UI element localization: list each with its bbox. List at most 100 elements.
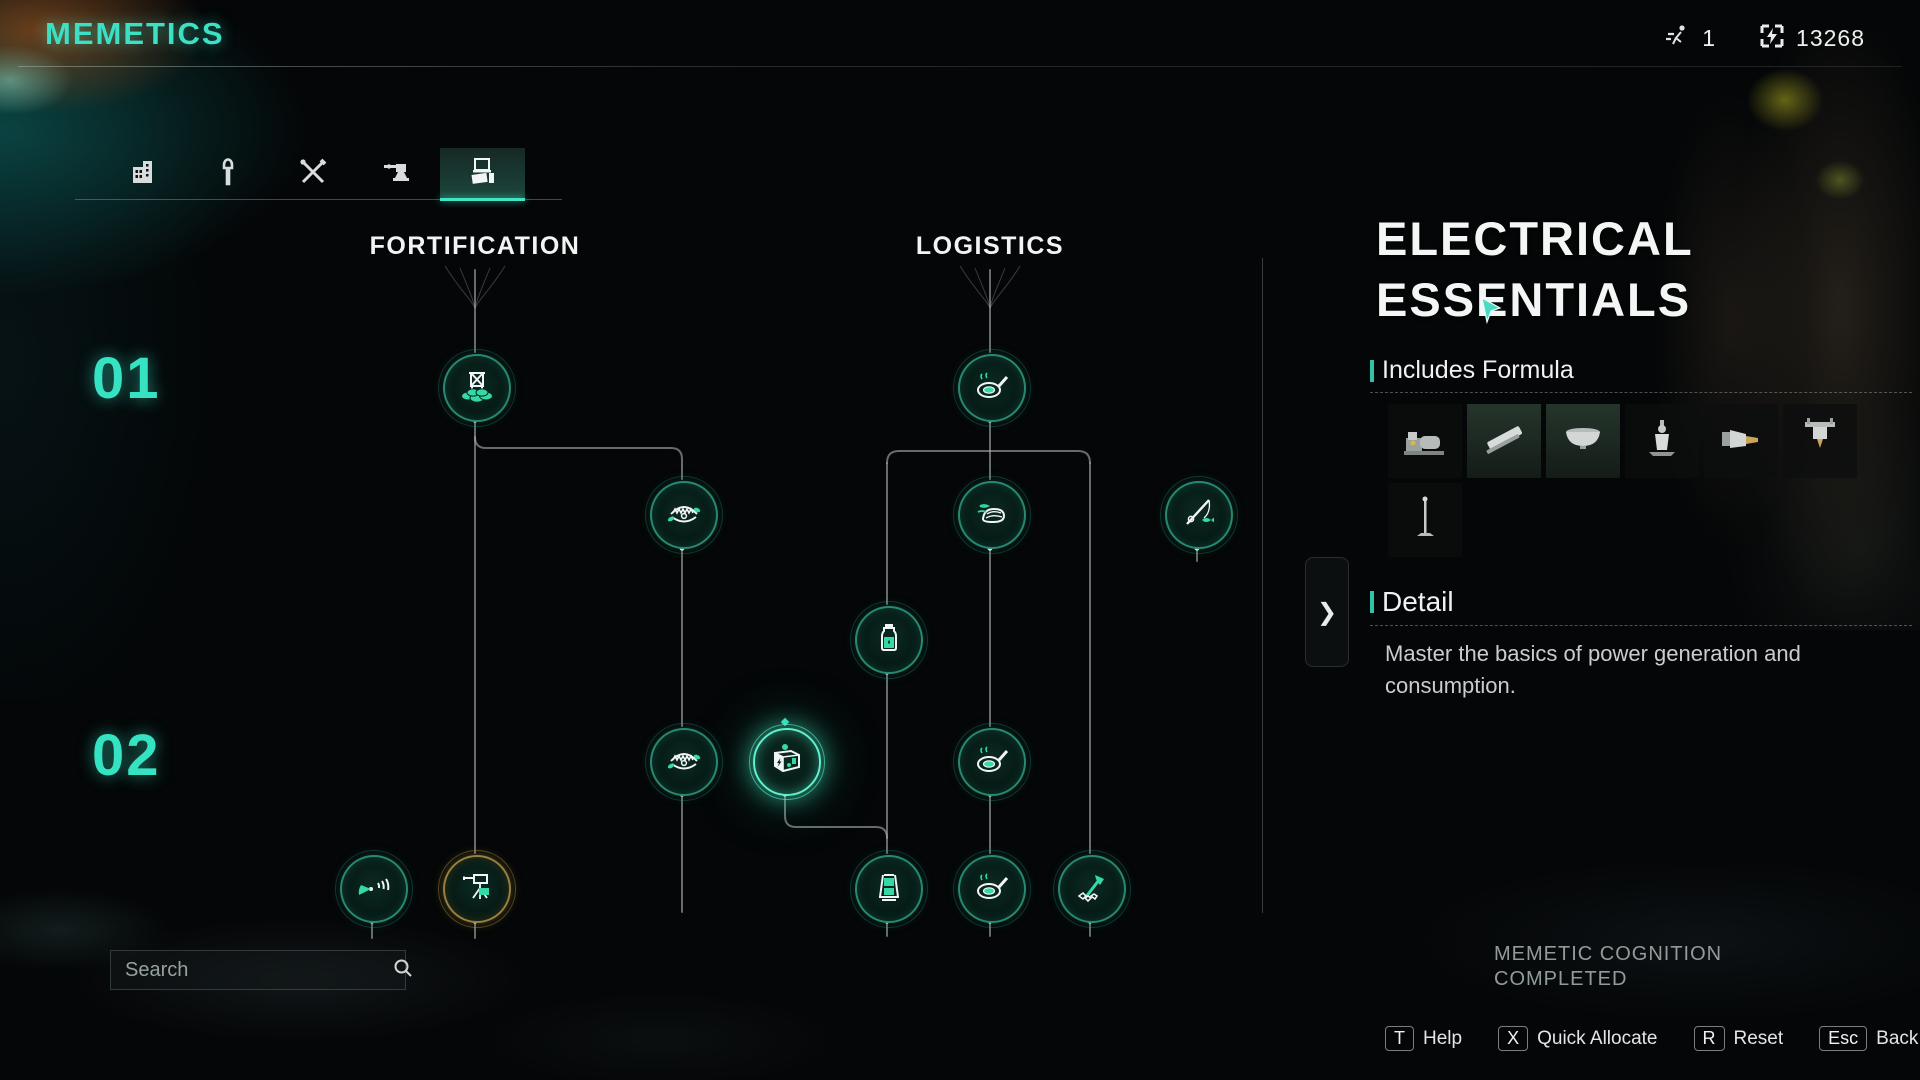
chevron-right-icon: ❯ — [1316, 598, 1338, 626]
column-header-logistics: LOGISTICS — [915, 232, 1065, 260]
page-title: MEMETICS — [45, 16, 225, 51]
bear-trap-icon — [663, 492, 705, 539]
formula-ceiling-lamp[interactable] — [1546, 404, 1620, 478]
hotkey-quick-allocate-label: Quick Allocate — [1537, 1027, 1658, 1049]
column-header-fortification: FORTIFICATION — [369, 232, 581, 260]
tab-crafting[interactable] — [270, 148, 355, 200]
key-r: R — [1693, 1026, 1725, 1051]
key-t: T — [1385, 1026, 1414, 1051]
currency-bar: 1 13268 — [1664, 22, 1865, 55]
bear-trap-2-icon — [663, 739, 705, 786]
panel-divider — [1262, 258, 1263, 913]
hotkey-reset[interactable]: R Reset — [1693, 1026, 1784, 1051]
status-message: MEMETIC COGNITION COMPLETED — [1494, 942, 1722, 992]
skill-title: ELECTRICAL ESSENTIALS — [1376, 212, 1693, 327]
formula-hanging-lamp[interactable] — [1783, 404, 1857, 478]
crafting-tools-icon — [296, 155, 330, 194]
appliance-icon — [465, 154, 501, 195]
search-icon[interactable] — [392, 957, 414, 984]
water-bottle-icon — [868, 617, 910, 664]
panel-collapse-tab[interactable]: ❯ — [1305, 557, 1349, 667]
wrench-icon — [211, 155, 245, 194]
floor-lamp-icon — [1398, 491, 1452, 550]
tab-appliances[interactable] — [440, 148, 525, 201]
ceiling-lamp-icon — [1556, 412, 1610, 471]
specialization-currency: 1 — [1664, 22, 1716, 55]
skill-node-radar[interactable] — [335, 850, 413, 928]
includes-formula-divider — [1370, 392, 1912, 393]
hotkey-quick-allocate[interactable]: X Quick Allocate — [1498, 1026, 1658, 1051]
turret-icon — [380, 154, 416, 195]
fishing-icon — [1178, 492, 1220, 539]
skill-node-axe-mining[interactable] — [1053, 850, 1131, 928]
steamed-food-icon — [971, 492, 1013, 539]
mounted-turret-icon — [456, 866, 498, 913]
formula-grid — [1388, 404, 1862, 557]
hotkey-back[interactable]: Esc Back — [1819, 1026, 1918, 1051]
formula-generator[interactable] — [1388, 404, 1462, 478]
skill-node-fishing[interactable] — [1160, 476, 1238, 554]
radar-icon — [353, 866, 395, 913]
frying-pan-2-icon — [971, 739, 1013, 786]
formula-wall-lamp[interactable] — [1625, 404, 1699, 478]
tab-row-underline — [75, 199, 562, 200]
skill-node-frying-pan[interactable] — [953, 349, 1031, 427]
tier-label-02: 02 — [92, 723, 161, 788]
formula-spotlight[interactable] — [1704, 404, 1778, 478]
key-esc: Esc — [1819, 1026, 1868, 1051]
skill-node-mounted-turret[interactable] — [438, 850, 516, 928]
skill-node-camp-stove[interactable] — [850, 850, 928, 928]
skill-node-frying-pan-3[interactable] — [953, 850, 1031, 928]
search-input[interactable] — [123, 957, 392, 983]
hotkey-back-label: Back — [1876, 1027, 1919, 1049]
frying-pan-3-icon — [971, 866, 1013, 913]
generator-icon — [765, 738, 809, 787]
search-box — [110, 950, 412, 990]
includes-formula-label: Includes Formula — [1382, 356, 1574, 384]
tab-turret[interactable] — [355, 148, 440, 200]
hotkey-help[interactable]: T Help — [1385, 1026, 1462, 1051]
mouse-cursor-icon — [1476, 296, 1506, 331]
status-line2: COMPLETED — [1494, 968, 1628, 990]
includes-formula-header: Includes Formula — [1370, 356, 1574, 385]
detail-label: Detail — [1382, 586, 1454, 617]
detail-accent-bar — [1370, 591, 1374, 613]
detail-header: Detail — [1370, 586, 1454, 618]
hotkey-bar: T Help X Quick Allocate R Reset Esc Back — [1385, 1026, 1918, 1051]
category-tabs — [100, 148, 525, 201]
energy-credits-icon — [1758, 22, 1786, 55]
includes-formula-accent-bar — [1370, 359, 1374, 382]
skill-node-water-bottle[interactable] — [850, 601, 928, 679]
energy-credits-value: 13268 — [1796, 25, 1865, 51]
specialization-value: 1 — [1702, 25, 1717, 51]
hotkey-reset-label: Reset — [1733, 1027, 1784, 1049]
hanging-lamp-icon — [1793, 412, 1847, 471]
skill-node-steamed-food[interactable] — [953, 476, 1031, 554]
watchtower-icon — [456, 365, 498, 412]
specialization-icon — [1664, 22, 1692, 55]
frying-pan-icon — [971, 365, 1013, 412]
energy-currency: 13268 — [1758, 22, 1865, 55]
header-divider — [18, 66, 1902, 67]
key-x: X — [1498, 1026, 1529, 1051]
detail-description: Master the basics of power generation an… — [1385, 641, 1801, 698]
skill-node-electrical-essentials[interactable] — [749, 724, 825, 800]
tube-light-icon — [1477, 412, 1531, 471]
skill-node-watchtower[interactable] — [438, 349, 516, 427]
axe-mining-icon — [1071, 866, 1113, 913]
status-line1: MEMETIC COGNITION — [1494, 943, 1723, 965]
camp-stove-icon — [868, 866, 910, 913]
skill-node-bear-trap[interactable] — [645, 476, 723, 554]
detail-divider — [1370, 625, 1912, 626]
spotlight-icon — [1714, 412, 1768, 471]
tab-tools[interactable] — [185, 148, 270, 200]
skill-node-frying-pan-2[interactable] — [953, 723, 1031, 801]
skill-node-bear-trap-2[interactable] — [645, 723, 723, 801]
formula-tube-light[interactable] — [1467, 404, 1541, 478]
hotkey-help-label: Help — [1423, 1027, 1463, 1049]
wall-lamp-icon — [1635, 412, 1689, 471]
base-building-icon — [126, 155, 160, 194]
tab-base-building[interactable] — [100, 148, 185, 200]
formula-floor-lamp[interactable] — [1388, 483, 1462, 557]
